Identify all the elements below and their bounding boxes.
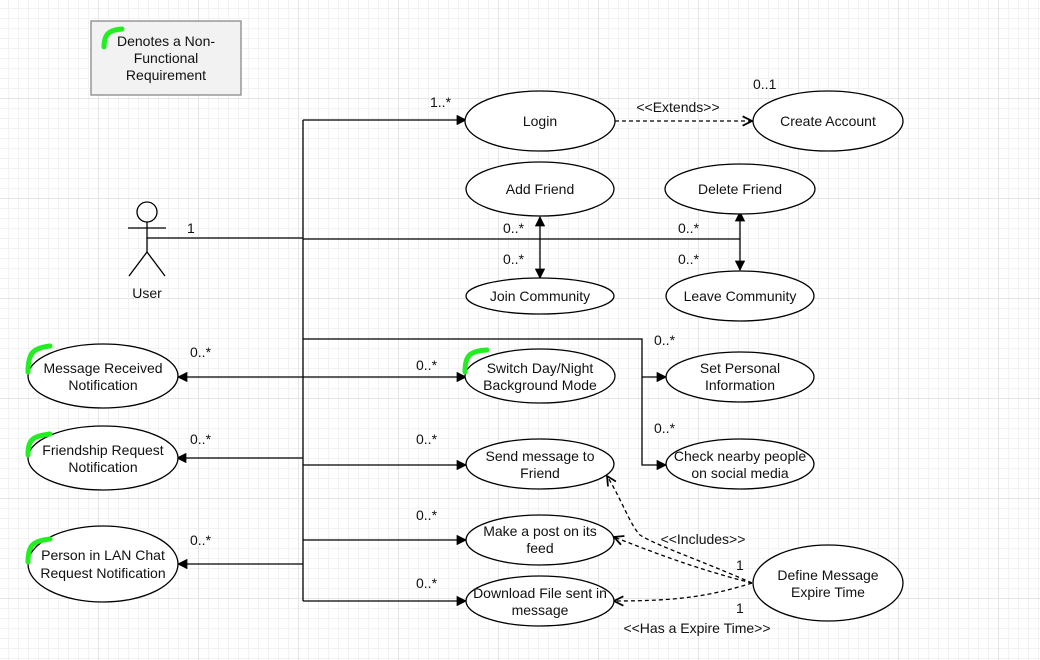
use-case-make-post-label-2: feed: [526, 540, 553, 556]
use-case-message-received-label-2: Notification: [68, 377, 137, 393]
use-case-check-nearby-label-2: on social media: [691, 465, 788, 481]
assoc-set-personal: [303, 338, 668, 383]
use-case-leave-community-label: Leave Community: [684, 288, 797, 304]
use-case-friendship-request[interactable]: Friendship Request Notification: [25, 425, 179, 491]
use-case-download-file-label-1: Download File sent in: [473, 585, 607, 601]
use-case-set-personal-info-label-1: Set Personal: [700, 360, 780, 376]
mult-message-received: 0..*: [190, 344, 212, 360]
mult-friendship: 0..*: [190, 431, 212, 447]
use-case-set-personal-info[interactable]: Set Personal Information: [665, 351, 815, 403]
expire-label: <<Has a Expire Time>>: [623, 620, 770, 636]
legend-text-1: Denotes a Non-: [117, 33, 215, 49]
use-case-send-message[interactable]: Send message to Friend: [465, 438, 615, 490]
mult-join-community: 0..*: [503, 251, 525, 267]
actor-user[interactable]: User: [128, 201, 166, 301]
legend-box: [90, 20, 242, 96]
mult-delete-friend: 0..*: [678, 220, 700, 236]
mult-leave-community: 0..*: [678, 251, 700, 267]
use-case-check-nearby-label-1: Check nearby people: [674, 448, 807, 464]
use-case-make-post-label-1: Make a post on its: [483, 523, 597, 539]
relation-labels: <<Extends>> <<Includes>> <<Has a Expire …: [623, 99, 770, 636]
use-case-make-post[interactable]: Make a post on its feed: [465, 514, 615, 566]
actor-left-leg: [128, 251, 148, 277]
extends-label: <<Extends>>: [636, 99, 719, 115]
nfr-marker-icon: [462, 347, 490, 375]
use-case-login-label: Login: [523, 113, 557, 129]
mult-make-post: 0..*: [416, 507, 438, 523]
use-case-send-message-label-1: Send message to: [486, 448, 595, 464]
use-case-join-community[interactable]: Join Community: [465, 277, 615, 315]
use-case-friendship-request-label-2: Notification: [68, 459, 137, 475]
use-case-lan-chat-label-2: Request Notification: [40, 565, 165, 581]
mult-send-message: 0..*: [416, 431, 438, 447]
nfr-marker-icon: [25, 431, 53, 458]
use-case-switch-mode-label-1: Switch Day/Night: [487, 360, 594, 376]
use-case-delete-friend[interactable]: Delete Friend: [664, 163, 816, 215]
actor-right-leg: [146, 251, 166, 277]
mult-switch-mode: 0..*: [416, 357, 438, 373]
mult-define-lower: 1: [736, 600, 744, 616]
mult-lan-chat: 0..*: [190, 532, 212, 548]
use-case-send-message-label-2: Friend: [520, 465, 560, 481]
use-case-define-expire[interactable]: Define Message Expire Time: [752, 544, 904, 622]
assoc-check-nearby: [641, 377, 668, 471]
mult-user: 1: [187, 220, 195, 236]
use-case-message-received[interactable]: Message Received Notification: [25, 343, 179, 409]
use-case-create-account[interactable]: Create Account: [752, 90, 904, 152]
use-case-friendship-request-label-1: Friendship Request: [42, 442, 164, 458]
use-case-switch-mode[interactable]: Switch Day/Night Background Mode: [462, 347, 616, 404]
mult-create-account: 0..1: [753, 76, 777, 92]
expire-line-download: [614, 582, 753, 601]
use-case-define-expire-label-2: Expire Time: [791, 584, 865, 600]
use-case-download-file[interactable]: Download File sent in message: [465, 575, 615, 627]
associations: [147, 114, 746, 607]
mult-login: 1..*: [430, 94, 452, 110]
includes-line-send: [607, 476, 753, 584]
use-case-leave-community[interactable]: Leave Community: [665, 270, 815, 322]
mult-define-upper: 1: [736, 557, 744, 573]
use-case-login[interactable]: Login: [464, 90, 616, 152]
nfr-marker-icon: [25, 536, 53, 565]
actor-head: [136, 201, 158, 223]
mult-download: 0..*: [416, 575, 438, 591]
use-case-define-expire-label-1: Define Message: [777, 567, 878, 583]
legend-text-3: Requirement: [126, 67, 206, 83]
includes-line-post: [614, 537, 753, 584]
use-case-set-personal-info-label-2: Information: [705, 377, 775, 393]
use-case-add-friend[interactable]: Add Friend: [465, 161, 615, 217]
legend: Denotes a Non- Functional Requirement: [90, 20, 242, 96]
use-case-add-friend-label: Add Friend: [506, 181, 574, 197]
use-case-download-file-label-2: message: [512, 602, 569, 618]
mult-add-friend: 0..*: [503, 220, 525, 236]
includes-label: <<Includes>>: [661, 531, 746, 547]
legend-text-2: Functional: [134, 50, 199, 66]
nfr-marker-icon: [25, 343, 53, 375]
use-case-create-account-label: Create Account: [780, 113, 876, 129]
dashed-relations: [607, 121, 752, 601]
use-case-lan-chat[interactable]: Person in LAN Chat Request Notification: [25, 525, 179, 603]
multiplicity-labels: 1 1..* 0..1 0..* 0..* 0..* 0..* 0..* 0..…: [187, 76, 777, 616]
use-case-message-received-label-1: Message Received: [43, 360, 162, 376]
use-case-join-community-label: Join Community: [490, 288, 590, 304]
use-case-check-nearby[interactable]: Check nearby people on social media: [665, 438, 815, 490]
use-case-lan-chat-label-1: Person in LAN Chat: [41, 547, 165, 563]
mult-set-personal: 0..*: [654, 332, 676, 348]
mult-check-nearby: 0..*: [654, 420, 676, 436]
nfr-marker-icon: [101, 26, 125, 50]
use-case-delete-friend-label: Delete Friend: [698, 181, 782, 197]
actor-label: User: [132, 285, 162, 301]
use-case-switch-mode-label-2: Background Mode: [483, 377, 597, 393]
